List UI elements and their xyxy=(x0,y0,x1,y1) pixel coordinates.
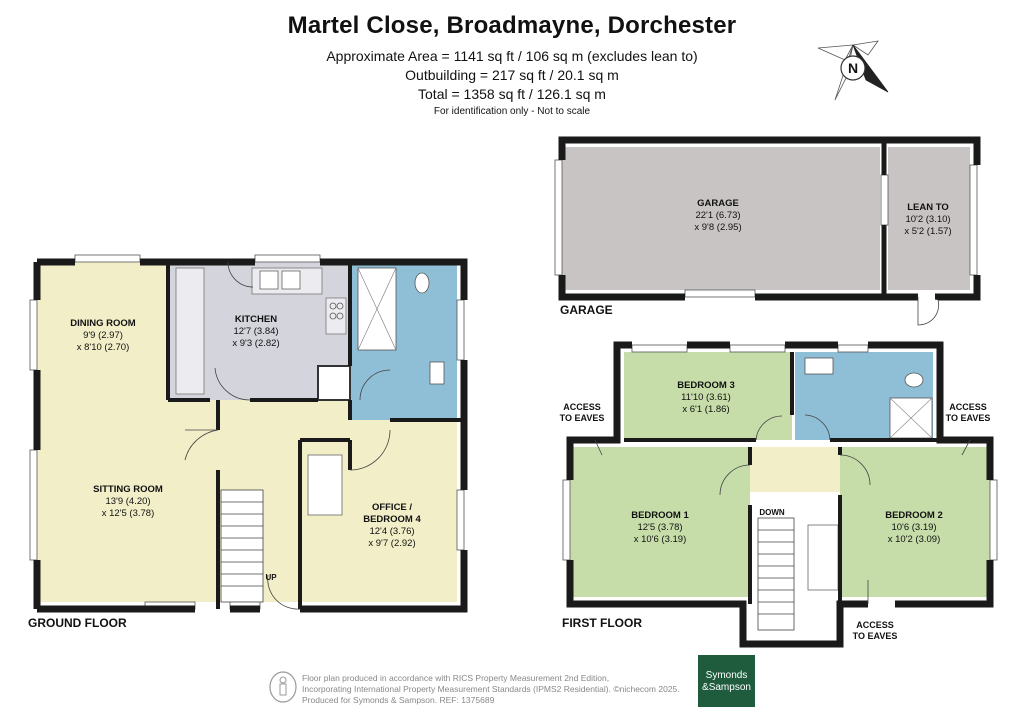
bedroom-3-imperial: 11'10 (3.61) xyxy=(681,392,731,403)
approximate-area: Approximate Area = 1141 sq ft / 106 sq m… xyxy=(326,48,698,64)
bedroom-2-metric: x 10'2 (3.09) xyxy=(888,534,941,545)
office-name-line2: BEDROOM 4 xyxy=(363,514,421,525)
bedroom-2-name: BEDROOM 2 xyxy=(885,510,943,521)
access-eaves-bottom-line1: ACCESS xyxy=(856,620,894,630)
bedroom-1-imperial: 12'5 (3.78) xyxy=(637,522,682,533)
lean-to-name: LEAN TO xyxy=(907,202,949,213)
bedroom-2-imperial: 10'6 (3.19) xyxy=(891,522,936,533)
garage-room-name: GARAGE xyxy=(697,198,739,209)
office-name-line1: OFFICE / xyxy=(372,502,412,513)
ground-floor-label: GROUND FLOOR xyxy=(28,616,127,630)
dining-sitting-area xyxy=(37,262,168,602)
office-imperial: 12'4 (3.76) xyxy=(369,526,414,537)
dining-room-imperial: 9'9 (2.97) xyxy=(83,330,123,341)
stairs-up-label: UP xyxy=(265,573,277,582)
kitchen-metric: x 9'3 (2.82) xyxy=(232,338,279,349)
ipms-person-icon xyxy=(269,671,297,703)
brand-line-2: &Sampson xyxy=(702,682,751,693)
footer-line-2: Incorporating International Property Mea… xyxy=(302,684,680,694)
lean-to-imperial: 10'2 (3.10) xyxy=(905,214,950,225)
total-area: Total = 1358 sq ft / 126.1 sq m xyxy=(418,86,606,102)
plan-title: Martel Close, Broadmayne, Dorchester xyxy=(287,12,737,39)
bedroom-1-name: BEDROOM 1 xyxy=(631,510,689,521)
bedroom-3-metric: x 6'1 (1.86) xyxy=(682,404,729,415)
first-floor-plan: DOWN BEDROOM 3 11'10 (3.61) x 6'1 (1.86)… xyxy=(560,341,998,648)
brand-line-1: Symonds xyxy=(705,670,748,681)
compass-icon: N xyxy=(817,40,889,101)
sitting-room-metric: x 12'5 (3.78) xyxy=(102,508,155,519)
ground-floor-plan: UP DINING ROOM 9'9 (2.97) x 8'10 (2.70) … xyxy=(29,254,468,613)
footer-line-3: Produced for Symonds & Sampson. REF: 137… xyxy=(302,695,495,705)
bedroom-1-metric: x 10'6 (3.19) xyxy=(634,534,687,545)
access-eaves-left-line1: ACCESS xyxy=(563,402,601,412)
sitting-room-name: SITTING ROOM xyxy=(93,484,163,495)
outbuilding-area: Outbuilding = 217 sq ft / 20.1 sq m xyxy=(405,67,619,83)
dining-room-name: DINING ROOM xyxy=(70,318,136,329)
office-area xyxy=(350,420,457,602)
garage-floor-label: GARAGE xyxy=(560,303,613,317)
garage-metric: x 9'8 (2.95) xyxy=(694,222,741,233)
footer-disclaimer: Floor plan produced in accordance with R… xyxy=(302,673,692,706)
kitchen-imperial: 12'7 (3.84) xyxy=(233,326,278,337)
bedroom-3-name: BEDROOM 3 xyxy=(677,380,735,391)
access-eaves-right-line2: TO EAVES xyxy=(946,413,991,423)
first-floor-label: FIRST FLOOR xyxy=(562,616,642,630)
stairs-down-label: DOWN xyxy=(759,508,785,517)
sitting-room-imperial: 13'9 (4.20) xyxy=(105,496,150,507)
lean-to-metric: x 5'2 (1.57) xyxy=(904,226,951,237)
garage-plan: GARAGE 22'1 (6.73) x 9'8 (2.95) LEAN TO … xyxy=(554,136,981,326)
office-metric: x 9'7 (2.92) xyxy=(368,538,415,549)
access-eaves-right-line1: ACCESS xyxy=(949,402,987,412)
footer-line-1: Floor plan produced in accordance with R… xyxy=(302,673,610,683)
agent-logo: Symonds &Sampson xyxy=(698,655,755,707)
compass-letter: N xyxy=(848,60,858,76)
identification-note: For identification only - Not to scale xyxy=(433,106,591,117)
access-eaves-bottom-line2: TO EAVES xyxy=(853,631,898,641)
garage-imperial: 22'1 (6.73) xyxy=(695,210,740,221)
kitchen-name: KITCHEN xyxy=(235,314,277,325)
access-eaves-left-line2: TO EAVES xyxy=(560,413,605,423)
dining-room-metric: x 8'10 (2.70) xyxy=(77,342,130,353)
